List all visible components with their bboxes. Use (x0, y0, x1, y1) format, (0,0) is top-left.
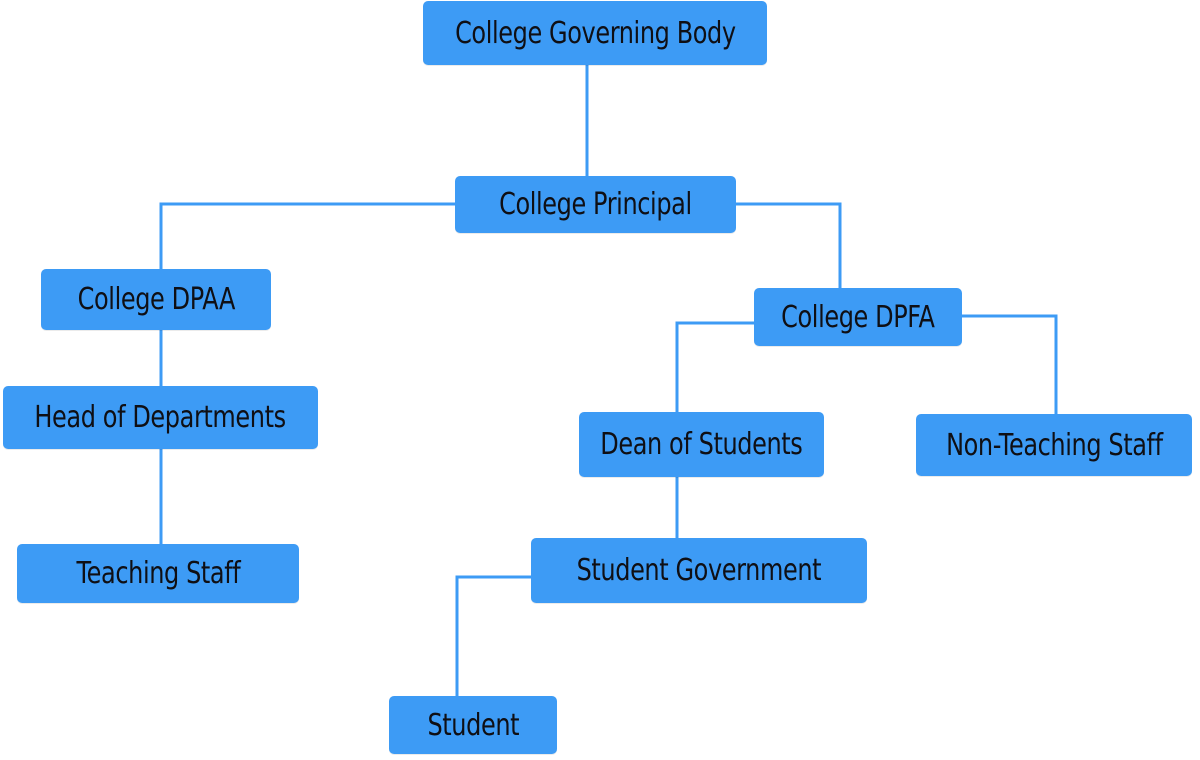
node-dpaa: College DPAA (41, 269, 271, 330)
edge-principal-dpaa (159, 202, 457, 271)
node-teaching-staff: Teaching Staff (17, 544, 299, 603)
node-student-government: Student Government (531, 538, 867, 603)
node-teaching-staff-label: Teaching Staff (76, 556, 240, 591)
edge-principal-dpfa (734, 202, 842, 290)
node-dean-of-students: Dean of Students (579, 412, 824, 477)
edge-studentgov-student (455, 575, 533, 698)
node-dpfa-label: College DPFA (781, 299, 935, 335)
node-student: Student (389, 696, 557, 754)
node-head-of-departments-label: Head of Departments (34, 400, 287, 435)
node-non-teaching-staff-label: Non-Teaching Staff (945, 427, 1163, 463)
node-governing-body-label: College Governing Body (454, 15, 736, 51)
node-principal-label: College Principal (499, 187, 692, 222)
node-principal: College Principal (455, 176, 736, 233)
node-student-label: Student (427, 707, 519, 743)
node-dpaa-label: College DPAA (77, 282, 235, 317)
edge-dpfa-dean (675, 321, 756, 414)
edge-dpfa-nonteaching (960, 314, 1058, 416)
node-student-government-label: Student Government (576, 553, 822, 588)
node-dpfa: College DPFA (754, 288, 962, 346)
node-head-of-departments: Head of Departments (3, 386, 318, 449)
node-governing-body: College Governing Body (423, 1, 767, 65)
node-non-teaching-staff: Non-Teaching Staff (916, 414, 1192, 476)
node-dean-of-students-label: Dean of Students (600, 427, 803, 462)
